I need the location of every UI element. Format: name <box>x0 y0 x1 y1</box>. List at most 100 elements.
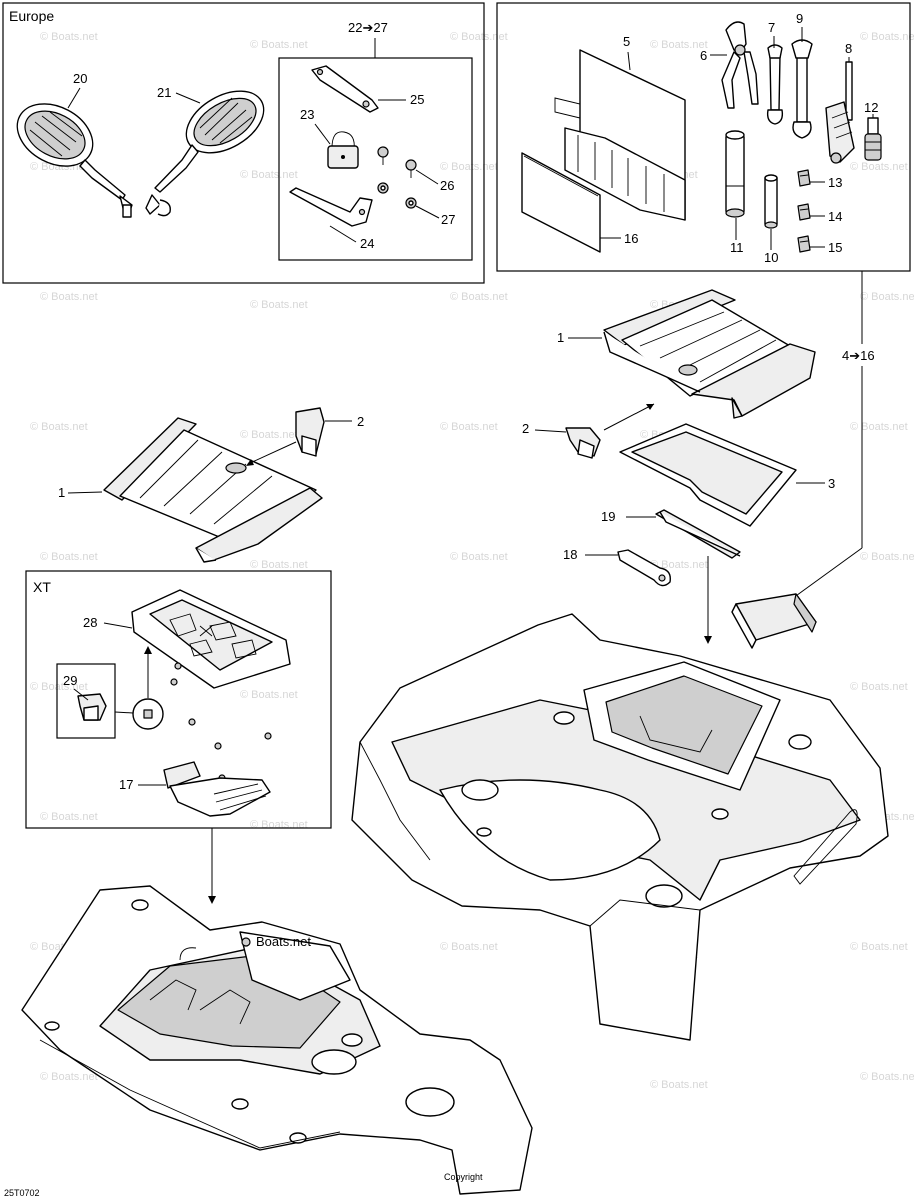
owners-manual-16[interactable] <box>521 152 601 253</box>
svg-text:8: 8 <box>845 41 852 56</box>
watermark-text: © Boats.net <box>850 681 908 693</box>
svg-text:27: 27 <box>441 212 455 227</box>
callout-25: 25 <box>378 92 424 107</box>
fuse-14[interactable] <box>797 203 811 221</box>
callout-3: 3 <box>796 476 835 491</box>
fuse-puller-12[interactable] <box>864 117 882 161</box>
svg-text:23: 23 <box>300 107 314 122</box>
hitch-17[interactable] <box>163 761 271 817</box>
socket-wrench-10[interactable] <box>764 174 778 229</box>
europe-title: Europe <box>9 8 54 24</box>
callout-16-kit: 16 <box>600 231 638 246</box>
watermark-text: © Boats.net <box>440 941 498 953</box>
bracket-24[interactable] <box>289 187 373 227</box>
svg-text:16: 16 <box>624 231 638 246</box>
bracket-25[interactable] <box>311 65 379 113</box>
nut-27[interactable] <box>377 182 417 209</box>
watermark-text: © Boats.net <box>30 681 88 693</box>
lock-23[interactable] <box>327 131 359 169</box>
mounting-plate-28[interactable] <box>131 589 291 689</box>
svg-text:Boats.net: Boats.net <box>256 934 311 949</box>
fuse-13[interactable] <box>797 169 811 187</box>
callout-29: 29 <box>63 673 89 701</box>
rear-fender-left[interactable] <box>21 885 533 1195</box>
svg-text:26: 26 <box>440 178 454 193</box>
wrench-9[interactable] <box>791 39 813 139</box>
callout-13: 13 <box>810 175 842 190</box>
rear-fender-right[interactable] <box>351 613 889 1041</box>
watermark-text: © Boats.net <box>860 1071 914 1083</box>
svg-text:19: 19 <box>601 509 615 524</box>
callout-2-right: 2 <box>522 403 655 436</box>
range-22-27: 22➔27 <box>348 20 388 58</box>
svg-text:24: 24 <box>360 236 374 251</box>
rear-rack-left[interactable] <box>103 417 323 563</box>
clip-29[interactable] <box>77 693 107 721</box>
watermark-text: © Boats.net <box>440 161 498 173</box>
callout-1-left: 1 <box>58 485 103 500</box>
watermark-text: © Boats.net <box>250 559 308 571</box>
svg-text:20: 20 <box>73 71 87 86</box>
tool-kit-roll[interactable] <box>731 593 817 649</box>
callout-7: 7 <box>768 20 775 48</box>
svg-text:17: 17 <box>119 777 133 792</box>
watermark-text: © Boats.net <box>850 161 908 173</box>
callout-10: 10 <box>764 229 778 265</box>
mirror-right[interactable] <box>145 78 274 217</box>
callout-14: 14 <box>810 209 842 224</box>
clip-2-left[interactable] <box>295 407 325 457</box>
watermark-text: © Boats.net <box>250 819 308 831</box>
svg-text:5: 5 <box>623 34 630 49</box>
watermark-text: © Boats.net <box>40 811 98 823</box>
screwdriver-8[interactable] <box>825 61 855 164</box>
svg-text:12: 12 <box>864 100 878 115</box>
rear-rack-right[interactable] <box>603 289 816 419</box>
watermark-text: © Boats.net <box>450 551 508 563</box>
tool-pouch-5[interactable] <box>554 49 686 221</box>
svg-text:6: 6 <box>700 48 707 63</box>
callout-19: 19 <box>601 509 712 644</box>
callout-5: 5 <box>623 34 631 71</box>
callout-27: 27 <box>415 205 455 227</box>
svg-text:22➔27: 22➔27 <box>348 20 388 35</box>
drawing-code: 25T0702 <box>4 1188 40 1198</box>
watermark-text: © Boats.net <box>40 1071 98 1083</box>
range-4-16: 4➔16 <box>781 271 875 607</box>
xt-box: XT 28 29 <box>25 570 332 829</box>
callout-8: 8 <box>845 41 852 62</box>
svg-text:7: 7 <box>768 20 775 35</box>
callout-6: 6 <box>700 48 727 63</box>
bolt-26[interactable] <box>377 146 417 178</box>
watermark-text: © Boats.net <box>250 299 308 311</box>
svg-text:1: 1 <box>557 330 564 345</box>
spark-plug-wrench-11[interactable] <box>725 130 745 218</box>
callout-20: 20 <box>67 71 87 109</box>
key-18[interactable] <box>617 549 671 587</box>
svg-text:29: 29 <box>63 673 77 688</box>
watermark-text: © Boats.net <box>40 31 98 43</box>
svg-text:4➔16: 4➔16 <box>842 348 875 363</box>
wrench-7[interactable] <box>766 44 784 125</box>
callout-2-left: 2 <box>246 414 364 466</box>
watermark-text: © Boats.net <box>850 941 908 953</box>
watermark-text: © Boats.net <box>440 421 498 433</box>
xt-title: XT <box>33 579 51 595</box>
watermark-text: © Boats.net <box>650 39 708 51</box>
svg-text:2: 2 <box>522 421 529 436</box>
svg-text:9: 9 <box>796 11 803 26</box>
mirror-left[interactable] <box>7 91 133 218</box>
strap-19[interactable] <box>655 509 741 559</box>
callout-28: 28 <box>83 615 152 698</box>
fuse-15[interactable] <box>797 235 811 253</box>
callout-11: 11 <box>730 218 744 255</box>
watermark-text: © Boats.net <box>450 31 508 43</box>
svg-text:3: 3 <box>828 476 835 491</box>
seal-3[interactable] <box>619 423 797 527</box>
svg-text:13: 13 <box>828 175 842 190</box>
watermark-text: © Boats.net <box>860 551 914 563</box>
pliers-6[interactable] <box>721 21 759 109</box>
clip-2-right[interactable] <box>565 427 601 459</box>
svg-text:21: 21 <box>157 85 171 100</box>
callout-12: 12 <box>864 100 878 118</box>
